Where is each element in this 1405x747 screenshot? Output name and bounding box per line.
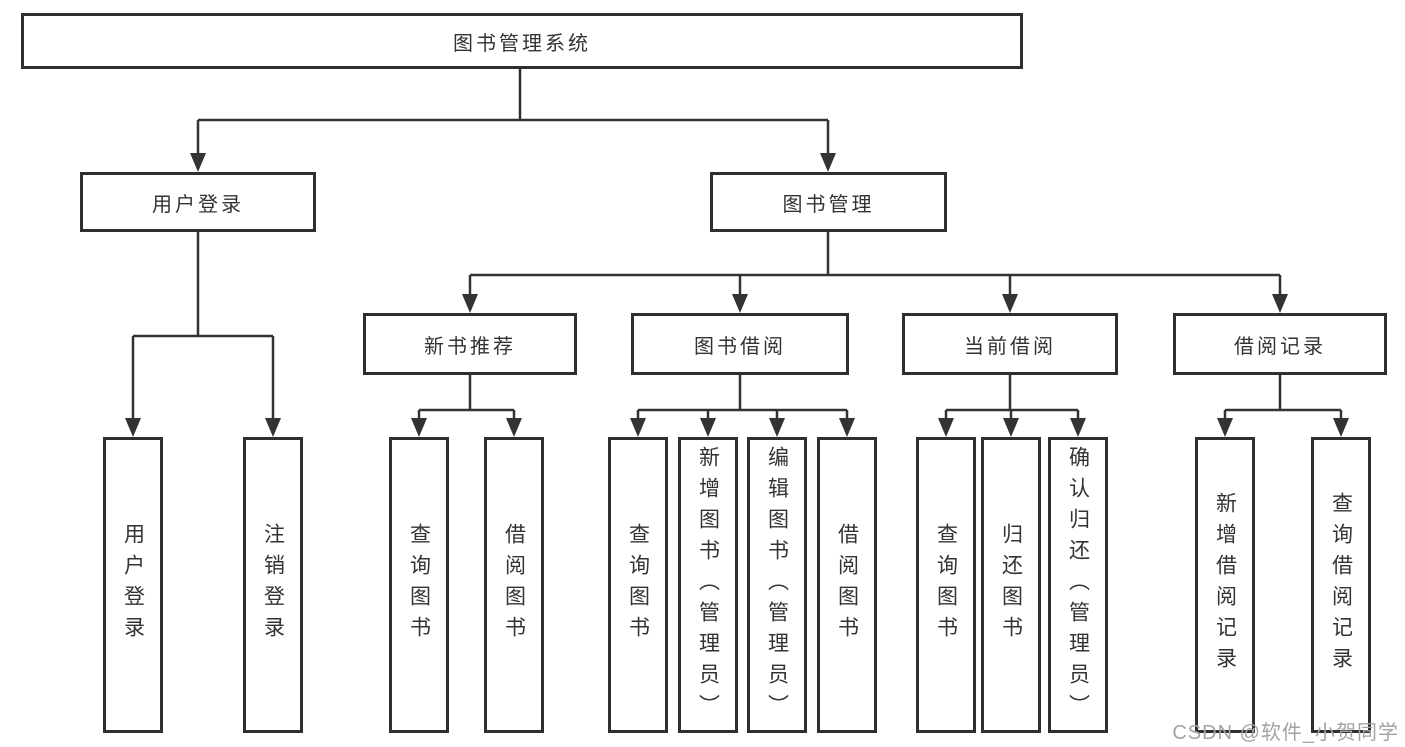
leaf-query-books-current-label: 查询图书	[934, 523, 958, 647]
leaf-add-book-admin: 新增图书（管理员）	[678, 437, 738, 733]
leaf-user-login: 用户登录	[103, 437, 163, 733]
csdn-watermark: CSDN @软件_小贺同学	[1172, 722, 1399, 744]
node-book-borrow: 图书借阅	[631, 313, 849, 375]
leaf-query-borrow-record-label: 查询借阅记录	[1329, 492, 1353, 678]
leaf-logout-label: 注销登录	[261, 523, 285, 647]
leaf-confirm-return-admin-label: 确认归还（管理员）	[1066, 445, 1090, 725]
leaf-borrow-books-recommend-label: 借阅图书	[502, 523, 526, 647]
leaf-borrow-books-borrow: 借阅图书	[817, 437, 877, 733]
leaf-query-books-current: 查询图书	[916, 437, 976, 733]
leaf-query-borrow-record: 查询借阅记录	[1311, 437, 1371, 733]
leaf-borrow-books-recommend: 借阅图书	[484, 437, 544, 733]
root-node-label: 图书管理系统	[453, 32, 591, 55]
node-book-management: 图书管理	[710, 172, 947, 232]
leaf-add-borrow-record-label: 新增借阅记录	[1213, 492, 1237, 678]
leaf-query-books-borrow: 查询图书	[608, 437, 668, 733]
node-user-login-label: 用户登录	[152, 193, 244, 216]
node-new-book-recommend: 新书推荐	[363, 313, 577, 375]
leaf-query-books-borrow-label: 查询图书	[626, 523, 650, 647]
node-borrow-records-label: 借阅记录	[1234, 335, 1326, 358]
leaf-borrow-books-borrow-label: 借阅图书	[835, 523, 859, 647]
leaf-query-books-recommend: 查询图书	[389, 437, 449, 733]
leaf-return-book-label: 归还图书	[999, 523, 1023, 647]
node-book-management-label: 图书管理	[782, 193, 875, 216]
root-node-library-system: 图书管理系统	[21, 13, 1023, 69]
node-user-login: 用户登录	[80, 172, 316, 232]
leaf-user-login-label: 用户登录	[121, 523, 145, 647]
leaf-logout: 注销登录	[243, 437, 303, 733]
leaf-query-books-recommend-label: 查询图书	[407, 523, 431, 647]
node-borrow-records: 借阅记录	[1173, 313, 1387, 375]
node-book-borrow-label: 图书借阅	[694, 335, 786, 358]
leaf-edit-book-admin-label: 编辑图书（管理员）	[765, 445, 789, 725]
node-current-borrow-label: 当前借阅	[964, 335, 1056, 358]
leaf-add-book-admin-label: 新增图书（管理员）	[696, 445, 720, 725]
leaf-add-borrow-record: 新增借阅记录	[1195, 437, 1255, 733]
node-new-book-recommend-label: 新书推荐	[424, 335, 516, 358]
node-current-borrow: 当前借阅	[902, 313, 1118, 375]
leaf-return-book: 归还图书	[981, 437, 1041, 733]
leaf-confirm-return-admin: 确认归还（管理员）	[1048, 437, 1108, 733]
leaf-edit-book-admin: 编辑图书（管理员）	[747, 437, 807, 733]
